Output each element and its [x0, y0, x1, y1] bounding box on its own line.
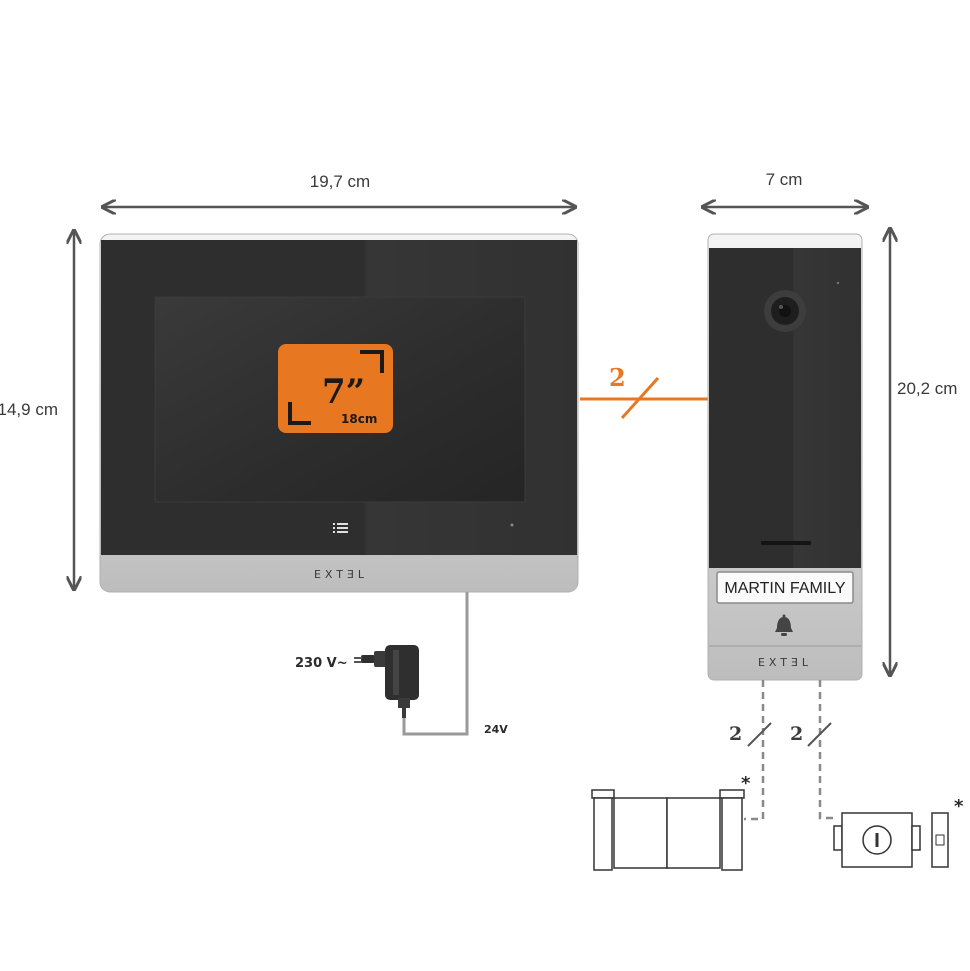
screen-size-inches: 7”: [322, 372, 365, 412]
main-wire-connection: 2: [580, 363, 708, 420]
power-supply: 230 V~ 24V: [295, 592, 508, 736]
gate-wire-connection: 2: [729, 680, 772, 821]
doorstation-width-dimension: 7 cm: [704, 170, 866, 207]
gate-optional-marker: *: [741, 773, 751, 794]
indoor-monitor: 7” 18cm EXTƎL: [99, 233, 579, 593]
nameplate-text: MARTIN FAMILY: [724, 580, 846, 597]
doorstation-height-label: 20,2 cm: [897, 379, 957, 398]
power-adapter-icon: [354, 645, 419, 718]
lock-wire-connection: 2: [790, 680, 838, 820]
electric-lock-icon: *: [833, 796, 964, 868]
gate-wire-count: 2: [729, 723, 742, 745]
monitor-height-dimension: 14,9 cm: [0, 232, 74, 588]
nameplate: MARTIN FAMILY: [716, 571, 854, 604]
monitor-microphone-dot: [510, 523, 514, 527]
menu-list-icon[interactable]: [332, 521, 348, 535]
monitor-width-label: 19,7 cm: [310, 172, 370, 191]
speaker-grille: [761, 541, 811, 545]
door-station: MARTIN FAMILY EXTƎL: [707, 233, 863, 681]
monitor-brand-logo: EXTƎL: [314, 568, 368, 581]
monitor-width-dimension: 19,7 cm: [104, 172, 574, 207]
low-voltage-label: 24V: [484, 723, 508, 736]
screen-size-badge: 7” 18cm: [278, 344, 393, 433]
bell-icon[interactable]: [770, 612, 798, 640]
camera-lens-icon: [764, 290, 806, 332]
mains-voltage-label: 230 V~: [295, 656, 348, 671]
doorstation-height-dimension: 20,2 cm: [890, 230, 957, 674]
lock-wire-count: 2: [790, 723, 803, 745]
main-wire-count: 2: [609, 363, 626, 392]
gate-icon: *: [591, 773, 751, 871]
doorstation-sensor-dot: [836, 281, 840, 285]
doorstation-width-label: 7 cm: [766, 170, 803, 189]
lock-optional-marker: *: [954, 796, 964, 817]
monitor-height-label: 14,9 cm: [0, 400, 58, 419]
doorstation-brand-logo: EXTƎL: [758, 656, 812, 669]
screen-size-cm: 18cm: [341, 412, 377, 426]
